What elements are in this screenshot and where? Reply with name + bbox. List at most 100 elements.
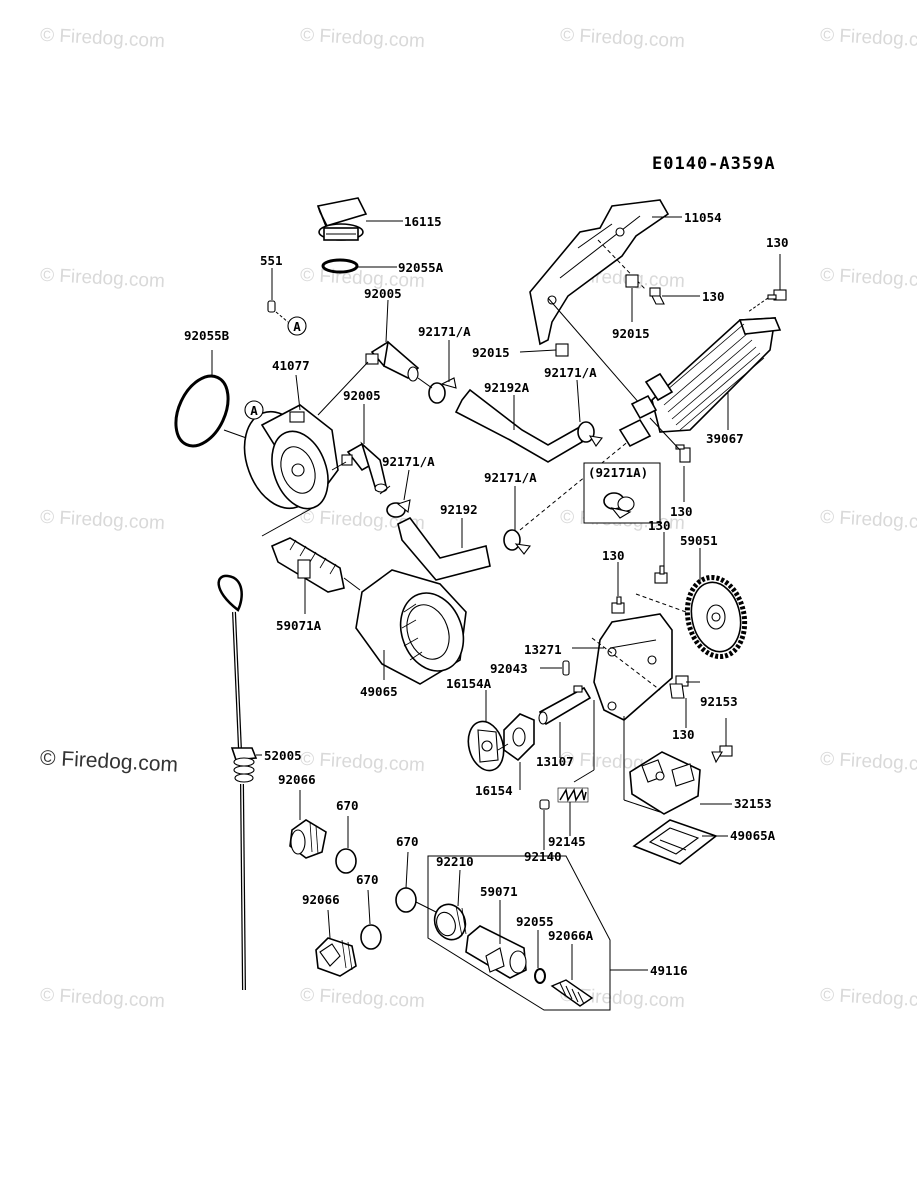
part-label[interactable]: 130 [670,504,693,519]
part-label[interactable]: 92066A [548,928,594,943]
bolt-130[interactable] [675,444,691,463]
part-label[interactable]: 670 [336,798,359,813]
part-label[interactable]: 59071A [276,618,322,633]
ref-marker-label: A [250,403,258,418]
part-label[interactable]: 92192A [484,380,530,395]
pump-housing-32153[interactable] [629,751,701,815]
part-label[interactable]: 92015 [472,345,510,360]
part-label[interactable]: 16154A [446,676,492,691]
part-label[interactable]: 49065 [360,684,398,699]
oil-cooler-39067[interactable] [618,317,782,448]
hose-clamp[interactable] [503,529,531,555]
oil-filter-49065[interactable] [355,569,474,685]
rotor-16154A[interactable] [463,717,509,774]
part-label[interactable]: 92055 [516,914,554,929]
diagram-code: E0140-A359A [652,154,776,174]
part-label[interactable]: 130 [672,727,695,742]
bolt-130[interactable] [649,287,665,305]
part-label[interactable]: 130 [602,548,625,563]
part-label[interactable]: 670 [396,834,419,849]
part-label[interactable]: 92066 [278,772,316,787]
hose-92192[interactable] [397,516,491,581]
oring-92055A[interactable] [321,258,359,274]
dowel-92043[interactable] [562,660,570,676]
spring-92145[interactable] [557,787,589,803]
part-label[interactable]: 92005 [364,286,402,301]
part-label[interactable]: 16154 [475,783,513,798]
part-label[interactable]: 11054 [684,210,722,225]
part-label[interactable]: 92140 [524,849,562,864]
part-label[interactable]: 670 [356,872,379,887]
part-label[interactable]: 92055B [184,328,230,343]
part-label[interactable]: 92192 [440,502,478,517]
part-label[interactable]: 13271 [524,642,562,657]
part-label[interactable]: 92153 [700,694,738,709]
part-labels: 16115 92055A 551 92005 92055B 41077 9200… [184,210,789,978]
part-label[interactable]: (92171A) [588,465,648,480]
part-label[interactable]: 92171/A [544,365,597,380]
part-label[interactable]: 32153 [734,796,772,811]
part-label[interactable]: 13107 [536,754,574,769]
part-label[interactable]: 130 [648,518,671,533]
bolt-92153[interactable] [669,675,689,699]
elbow-fitting-92005[interactable] [341,441,388,493]
gear-59051[interactable] [680,572,751,662]
part-label[interactable]: 92005 [343,388,381,403]
pin-551[interactable] [267,300,276,313]
hose-clamp[interactable] [577,421,603,447]
pump-cover-13271[interactable] [593,613,673,721]
part-label[interactable]: 92145 [548,834,586,849]
plug-92066A[interactable] [550,979,594,1007]
fitting-59071[interactable] [465,925,527,979]
ref-marker-a: A [287,316,307,336]
part-label[interactable]: 41077 [272,358,310,373]
oring-92055B[interactable] [166,368,239,455]
part-label[interactable]: 49116 [650,963,688,978]
fitting-59071A[interactable] [270,537,345,593]
oil-filler-cap[interactable] [316,197,368,241]
part-label[interactable]: 59071 [480,884,518,899]
shaft-13107[interactable] [538,685,592,726]
part-label[interactable]: 49065A [730,828,776,843]
washer-670[interactable] [335,848,357,874]
hose-92192A[interactable] [454,388,583,463]
part-label[interactable]: 92066 [302,892,340,907]
strainer-49065A[interactable] [632,819,718,865]
part-label[interactable]: 92171/A [382,454,435,469]
part-label[interactable]: 52005 [264,748,302,763]
washer-670[interactable] [395,887,417,913]
fitting-92210[interactable] [430,900,471,944]
filter-base-41077[interactable] [232,402,339,519]
ball-92140[interactable] [539,799,550,810]
bolt-130[interactable] [711,745,733,764]
part-label[interactable]: 92210 [436,854,474,869]
hose-clamp[interactable] [386,499,411,518]
part-label[interactable]: 92055A [398,260,444,275]
elbow-fitting-92005[interactable] [365,340,420,382]
part-label[interactable]: 92043 [490,661,528,676]
nut-92015[interactable] [625,274,639,288]
drain-plug-92066[interactable] [315,937,357,977]
part-label[interactable]: 16115 [404,214,442,229]
rotor-16154[interactable] [503,713,535,762]
nut-92015[interactable] [555,343,569,357]
part-label[interactable]: 59051 [680,533,718,548]
part-label[interactable]: 92171/A [418,324,471,339]
bolt-130[interactable] [767,289,787,301]
bolt-130[interactable] [654,565,668,584]
part-label[interactable]: 130 [702,289,725,304]
washer-670[interactable] [360,924,382,950]
hose-clamp[interactable] [428,377,457,404]
part-label[interactable]: 130 [766,235,789,250]
part-label[interactable]: 551 [260,253,283,268]
part-label[interactable]: 92015 [612,326,650,341]
bolt-130[interactable] [611,596,625,614]
hose-clamp-detail[interactable] [603,492,635,519]
drain-plug-92066[interactable] [289,819,327,859]
part-label[interactable]: 39067 [706,431,744,446]
oring-92055[interactable] [534,968,546,984]
bracket-11054[interactable] [529,199,670,346]
part-label[interactable]: 92171/A [484,470,537,485]
dipstick-52005[interactable] [217,574,258,991]
